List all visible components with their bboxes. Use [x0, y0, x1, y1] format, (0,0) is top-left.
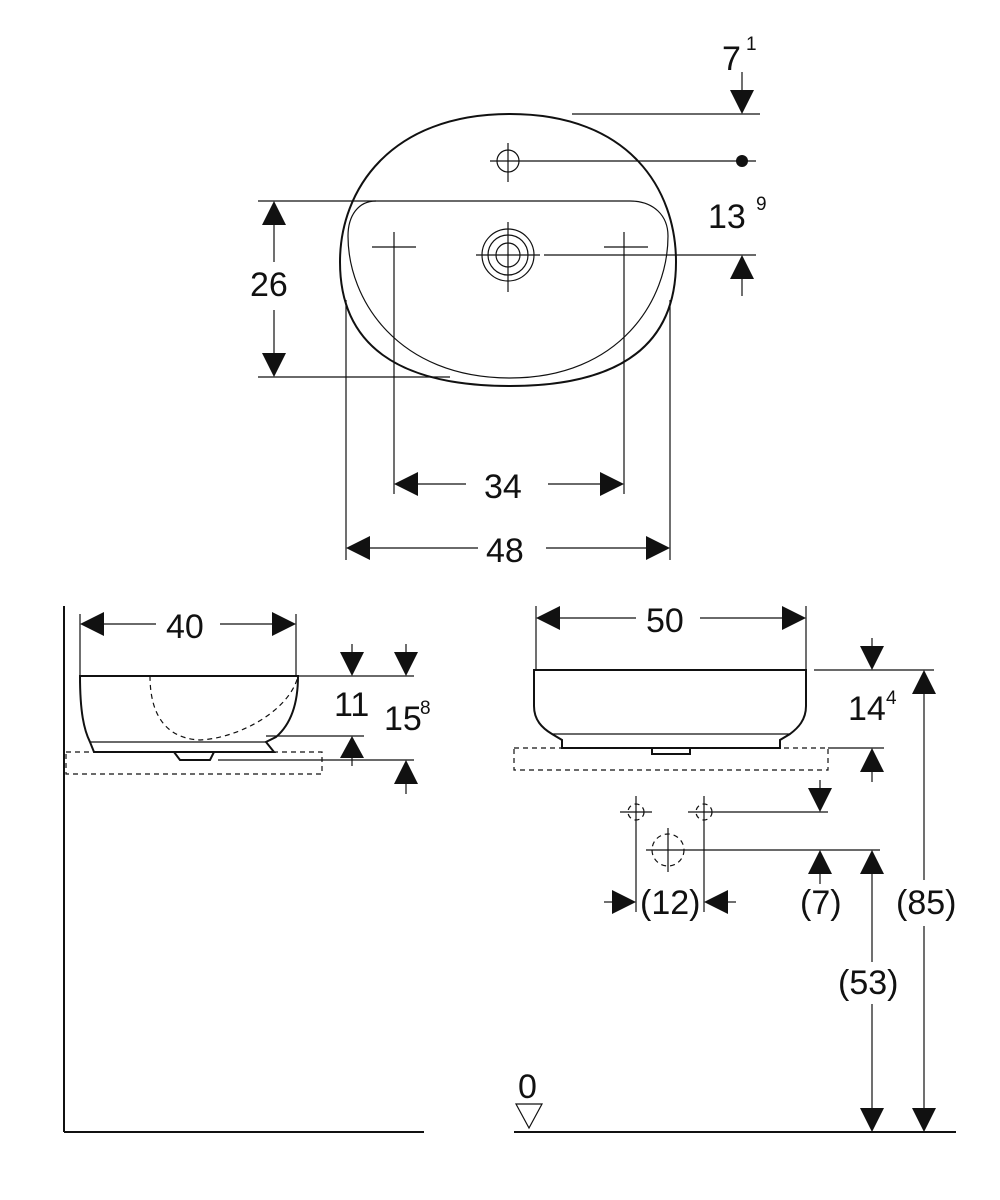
side-view: 40 11 15 8: [63, 606, 431, 1133]
dim-tap-to-drain: 13: [708, 198, 746, 236]
dim-width-top: 48: [486, 532, 524, 570]
dim-total-height-side: 15: [384, 700, 422, 738]
basin-bowl-top: [347, 200, 669, 379]
basin-outline-side: [78, 675, 300, 753]
pipe-mark-right: [688, 796, 828, 828]
dim-drain-height: (53): [838, 964, 898, 1002]
dim-depth-top: 26: [250, 266, 288, 304]
top-view: 7 1 13 9 26 34 48: [250, 34, 767, 570]
dim-depth-side: 40: [166, 608, 204, 646]
dim-height-front-sup: 4: [886, 688, 897, 709]
dim-top-height: (85): [896, 884, 956, 922]
pipe-mark-left: [620, 796, 652, 828]
waste-mark: [646, 828, 880, 872]
dim-pipe-spacing: (12): [640, 884, 700, 922]
floor-level-marker: [514, 1103, 544, 1130]
fixing-mark-right: [604, 232, 648, 262]
dim-width-front: 50: [646, 602, 684, 640]
drain-symbol: [476, 222, 540, 292]
dim-total-height-side-sup: 8: [420, 698, 431, 719]
front-view: 50 14 4 (7): [513, 602, 956, 1133]
dim-pipe-offset: (7): [800, 884, 842, 922]
fixing-mark-left: [372, 232, 416, 262]
dim-bowl-height: 11: [334, 686, 369, 724]
countertop-side: [65, 751, 323, 775]
dim-height-front: 14: [848, 690, 886, 728]
tap-hole-symbol: [490, 143, 526, 182]
basin-outline-top: [338, 112, 678, 388]
basin-outline-front: [533, 669, 807, 749]
dim-overflow-spacing: 34: [484, 468, 522, 506]
floor-level-label: 0: [518, 1068, 537, 1106]
dim-tap-to-drain-sup: 9: [756, 194, 767, 215]
dim-hole-offset-top: 7: [722, 40, 741, 78]
countertop-front: [513, 747, 829, 771]
dim-hole-offset-top-sup: 1: [746, 34, 757, 55]
